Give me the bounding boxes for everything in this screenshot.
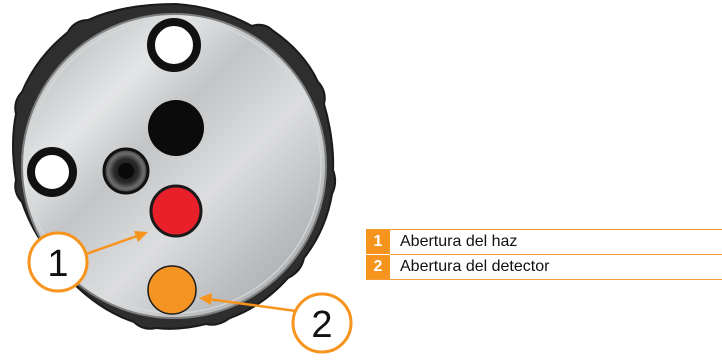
legend-number: 2	[366, 254, 390, 280]
beam-aperture	[149, 184, 203, 238]
callout-1-circle	[27, 231, 89, 293]
callout-2-leader	[207, 297, 297, 313]
callout-2-arrowhead	[199, 293, 212, 305]
legend-label: Abertura del haz	[390, 229, 722, 255]
legend-table: 1 Abertura del haz 2 Abertura del detect…	[366, 229, 722, 280]
disk-face	[21, 13, 327, 319]
legend-row: 1 Abertura del haz	[366, 229, 722, 255]
legend-label: Abertura del detector	[390, 254, 722, 280]
white-hole-top	[147, 18, 201, 72]
white-hole-left	[27, 147, 77, 197]
callout-2-circle	[291, 292, 353, 354]
callout-1-leader	[85, 233, 141, 256]
legend-number: 1	[366, 229, 390, 255]
black-hole	[148, 100, 204, 156]
detector-aperture	[147, 265, 197, 315]
legend-row: 2 Abertura del detector	[366, 254, 722, 280]
black-ring-hole-center	[118, 163, 134, 179]
callout-2-number: 2	[311, 304, 332, 346]
callout-1-arrowhead	[134, 231, 148, 242]
callout-1-number: 1	[47, 243, 68, 285]
